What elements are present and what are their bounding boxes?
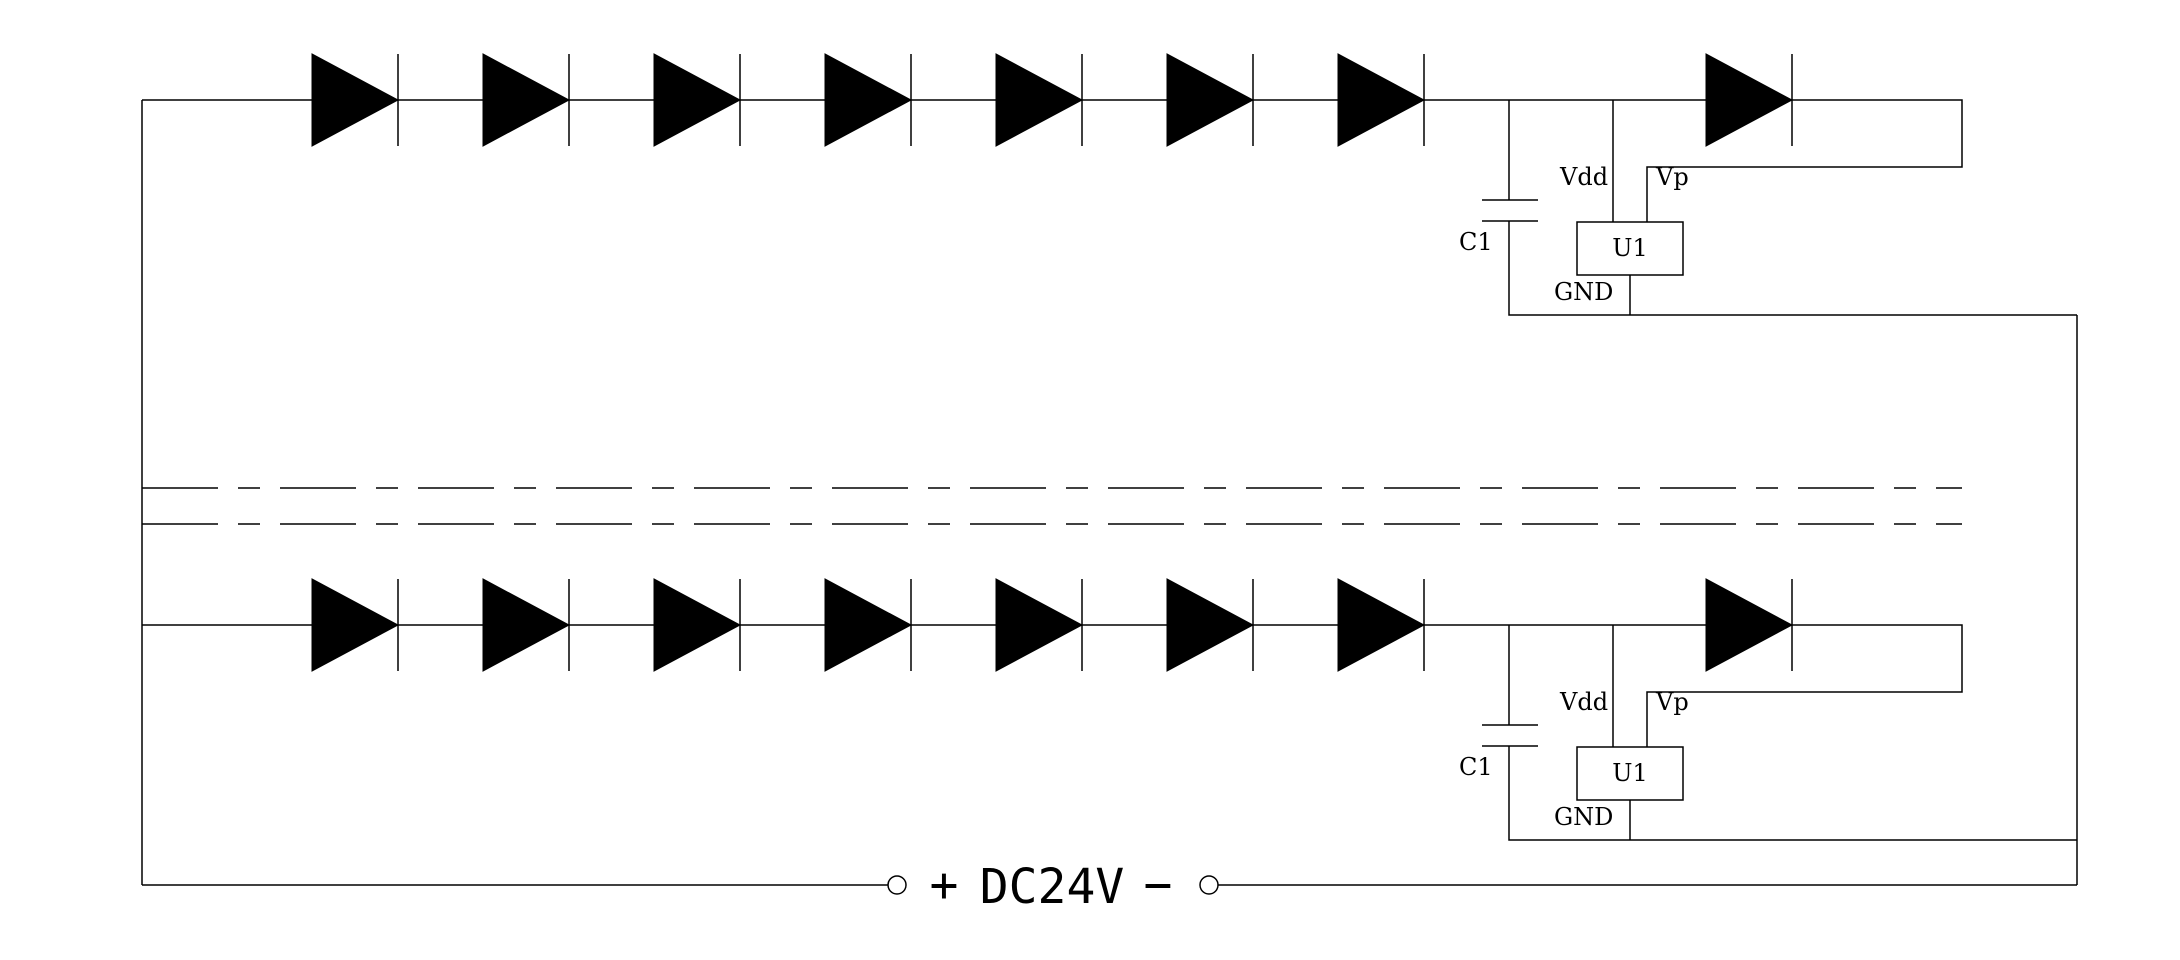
vp-feedback-wire <box>1646 99 1963 222</box>
ic-u1-label: U1 <box>1612 759 1648 787</box>
led-diode-icon <box>824 53 913 147</box>
led-diode-icon <box>1337 53 1426 147</box>
ground-return-wire <box>1508 221 2077 316</box>
led-diode-icon <box>311 578 400 672</box>
led-diode-icon <box>1166 53 1255 147</box>
led-diode-icon <box>653 578 742 672</box>
led-diode-icon <box>311 53 400 147</box>
plus-sign: + <box>930 857 959 913</box>
led-diode-icon <box>653 53 742 147</box>
vdd-label: Vdd <box>1559 688 1608 716</box>
ground-return-wire <box>1508 746 2077 841</box>
led-diode-icon <box>1337 578 1426 672</box>
led-diode-icon <box>482 578 571 672</box>
ic-u1-label: U1 <box>1612 234 1648 262</box>
led-diode-icon <box>995 53 1084 147</box>
capacitor-c1-label: C1 <box>1459 753 1493 781</box>
minus-sign: − <box>1144 857 1173 913</box>
gnd-label: GND <box>1554 803 1613 831</box>
led-diode-icon <box>1705 578 1794 672</box>
vp-label: Vp <box>1655 163 1689 191</box>
positive-terminal <box>887 875 907 895</box>
vp-label: Vp <box>1655 688 1689 716</box>
vp-feedback-wire <box>1646 624 1963 747</box>
led-diode-icon <box>995 578 1084 672</box>
capacitor-c1-label: C1 <box>1459 228 1493 256</box>
negative-terminal <box>1199 875 1219 895</box>
led-diode-icon <box>824 578 913 672</box>
gnd-label: GND <box>1554 278 1613 306</box>
vdd-label: Vdd <box>1559 163 1608 191</box>
led-diode-icon <box>1166 578 1255 672</box>
ic-u1-box <box>1576 746 1684 801</box>
supply-voltage-label: DC24V <box>980 859 1125 915</box>
led-diode-icon <box>1705 53 1794 147</box>
led-diode-icon <box>482 53 571 147</box>
